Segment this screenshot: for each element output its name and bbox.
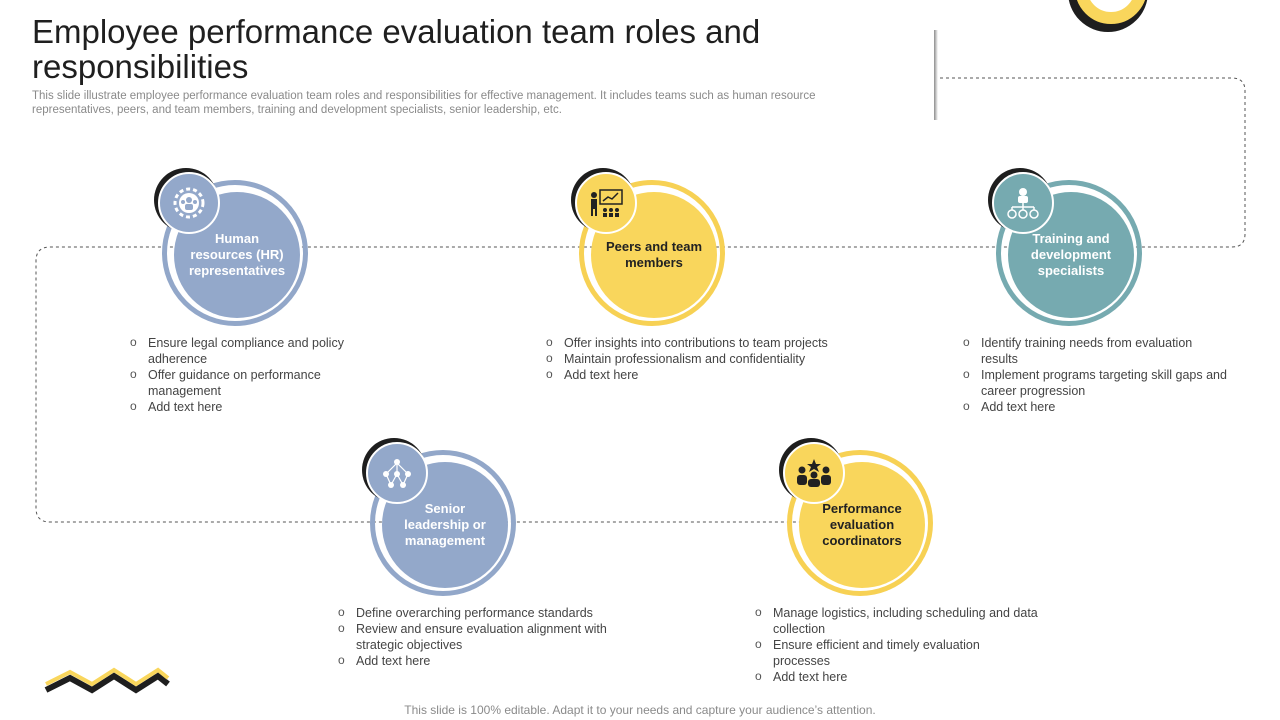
title-divider-shadow: [934, 30, 938, 120]
list-item: Define overarching performance standards: [338, 604, 623, 621]
list-item: Review and ensure evaluation alignment w…: [338, 620, 623, 653]
coordinators-bullet-list: Manage logistics, including scheduling a…: [755, 604, 1040, 685]
hr-bullet-list: Ensure legal compliance and policy adher…: [130, 334, 375, 415]
list-item: Add text here: [338, 652, 623, 669]
page-subtitle: This slide illustrate employee performan…: [32, 90, 816, 116]
dashed-connector-path: [35, 77, 1246, 523]
role-label-hr: Human resources (HR) representatives: [174, 192, 300, 318]
list-item: Identify training needs from evaluation …: [963, 334, 1228, 367]
role-node-hr: Human resources (HR) representatives: [154, 168, 312, 330]
footer-note: This slide is 100% editable. Adapt it to…: [404, 703, 876, 717]
list-item: Add text here: [546, 366, 836, 383]
list-item: Add text here: [755, 668, 1040, 685]
role-node-training: Training and development specialists: [988, 168, 1146, 330]
role-label-coordinators: Performance evaluation coordinators: [799, 462, 925, 588]
corner-ring-decoration: [1068, 0, 1148, 32]
role-node-peers: Peers and team members: [571, 168, 729, 330]
team-gear-icon: [158, 172, 220, 234]
role-node-coordinators: Performance evaluation coordinators: [779, 438, 937, 600]
list-item: Add text here: [130, 398, 375, 415]
peers-bullet-list: Offer insights into contributions to tea…: [546, 334, 836, 383]
leadership-bullet-list: Define overarching performance standards…: [338, 604, 623, 669]
network-icon: [366, 442, 428, 504]
list-item: Offer guidance on performance management: [130, 366, 375, 399]
role-node-leadership: Senior leadership or management: [362, 438, 520, 600]
star-team-icon: [783, 442, 845, 504]
list-item: Ensure efficient and timely evaluation p…: [755, 636, 1040, 669]
list-item: Add text here: [963, 398, 1228, 415]
list-item: Ensure legal compliance and policy adher…: [130, 334, 375, 367]
page-title: Employee performance evaluation team rol…: [32, 13, 761, 85]
presentation-icon: [575, 172, 637, 234]
list-item: Offer insights into contributions to tea…: [546, 334, 836, 351]
list-item: Maintain professionalism and confidentia…: [546, 350, 836, 367]
list-item: Implement programs targeting skill gaps …: [963, 366, 1228, 399]
list-item: Manage logistics, including scheduling a…: [755, 604, 1040, 637]
hierarchy-icon: [992, 172, 1054, 234]
training-bullet-list: Identify training needs from evaluation …: [963, 334, 1228, 415]
zigzag-decoration: [44, 667, 170, 694]
